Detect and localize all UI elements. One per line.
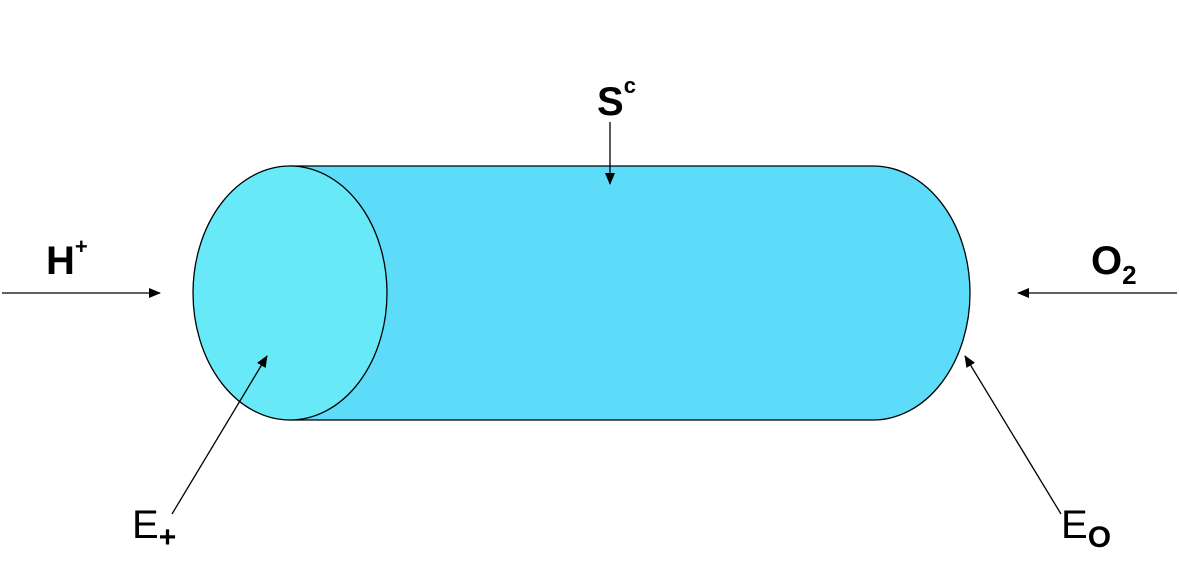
proton-label-sup: + (75, 234, 88, 259)
proton-label-base: H (46, 239, 75, 283)
left-end-arrow (171, 355, 268, 515)
surface-label-base: S (597, 80, 624, 124)
surface-label: Sc (597, 73, 636, 124)
right-end-arrow (964, 355, 1062, 515)
right-end-label-sub: O (1088, 521, 1111, 554)
right-end-label-base: E (1061, 503, 1088, 547)
left-end-label: E+ (132, 503, 176, 554)
left-end-label-sub: + (159, 521, 177, 554)
cylinder-body (289, 165, 971, 421)
oxygen-label: O2 (1091, 239, 1137, 290)
surface-label-sup: c (624, 73, 636, 98)
left-end-label-base: E (132, 503, 159, 547)
oxygen-label-sub: 2 (1122, 260, 1136, 290)
oxygen-label-base: O (1091, 239, 1122, 283)
cylinder-cap (192, 165, 388, 421)
proton-label: H+ (46, 234, 88, 283)
right-end-label: EO (1061, 503, 1111, 554)
